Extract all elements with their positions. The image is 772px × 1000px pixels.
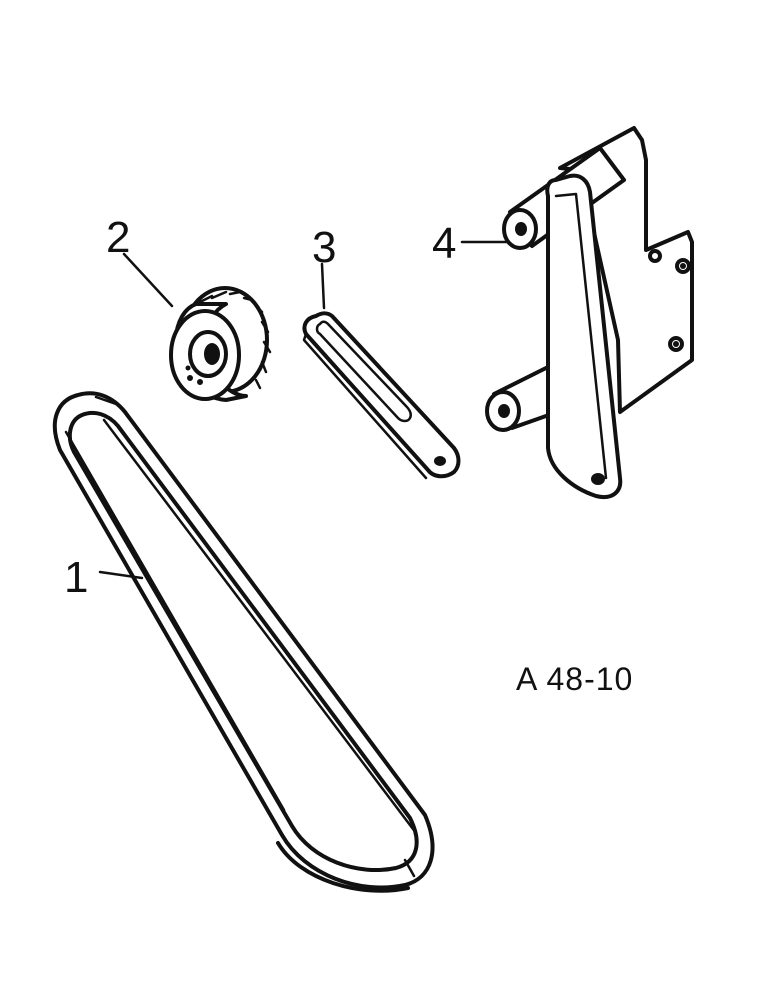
v-belt-part[interactable] [52, 391, 435, 893]
reference-code: A 48-10 [516, 661, 633, 697]
callout-1-label: 1 [64, 553, 88, 602]
adjusting-link-part[interactable] [302, 311, 461, 480]
pulley-part[interactable] [169, 286, 272, 402]
bracket-part[interactable] [485, 126, 694, 499]
callout-4-label: 4 [432, 219, 456, 268]
callout-2-label: 2 [106, 213, 130, 262]
leader-lines [98, 240, 510, 580]
callout-3-label: 3 [312, 223, 336, 272]
